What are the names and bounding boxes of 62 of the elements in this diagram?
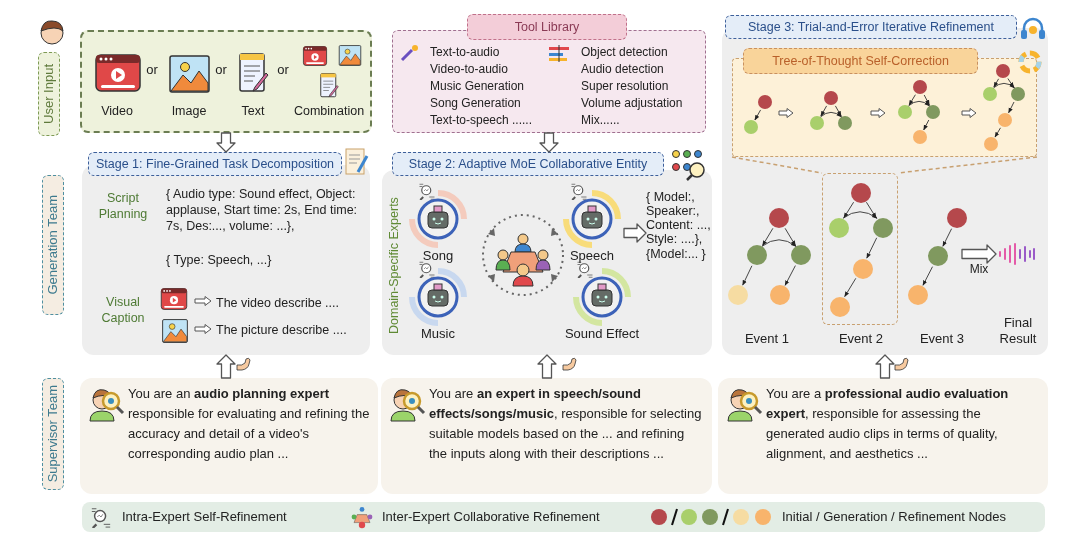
input-panel (80, 30, 372, 133)
text-line: { Model:, Speaker:, Content: ..., Style: ....}, (646, 190, 712, 246)
text-label: or (146, 62, 158, 78)
side-label: Supervisor Team (42, 378, 64, 490)
text-line: { Type: Speech, ...} (166, 252, 273, 268)
expert-label: Music (421, 326, 455, 342)
tool-item: Text-to-speech ...... (430, 112, 533, 128)
tool-item: Super resolution (581, 78, 669, 94)
side-label: Generation Team (42, 175, 64, 315)
expert-label: Sound Effect (564, 326, 640, 342)
vertical-heading: Domain-Specific Experts (386, 196, 402, 337)
text-line: Video (100, 103, 134, 119)
hollow-arrow (539, 132, 559, 153)
text-label: or (215, 62, 227, 78)
tool-item: Object detection (581, 44, 668, 60)
role-description: You are an audio planning expert responsible for evaluating and refining the accuracy and detail of a video's corresponding audio plan ... (128, 385, 370, 463)
panel-title: Tool Library (467, 14, 627, 40)
hollow-arrow (961, 244, 997, 264)
tool-item: Mix...... (581, 112, 620, 128)
tool-item: Volume adjustation (581, 95, 683, 111)
expert-label: Song (422, 248, 454, 264)
row-heading: Script Planning (97, 190, 149, 222)
text-label: Final Result (998, 315, 1038, 347)
text-line: Image (170, 103, 208, 119)
stage-title: Stage 3: Trial-and-Error Iterative Refinement (725, 15, 1017, 39)
legend-text: Inter-Expert Collaborative Refinement (382, 509, 600, 525)
legend-text: Initial / Generation / Refinement Nodes (782, 509, 1006, 525)
text-label: Event 3 (919, 331, 965, 347)
text-line: Combination (292, 103, 366, 119)
tool-item: Music Generation (430, 78, 525, 94)
text-line: {Model:... } (646, 247, 707, 261)
node-caption: Event 2 (837, 331, 885, 347)
role-card (718, 378, 1048, 494)
tool-item: Audio detection (581, 61, 664, 77)
tool-item: Song Generation (430, 95, 521, 111)
role-card (381, 378, 712, 494)
zoom-guide-line (731, 156, 823, 174)
hollow-arrow (623, 223, 647, 243)
expert-label: Speech (569, 248, 615, 264)
hollow-arrow (216, 354, 236, 379)
role-description: You are an expert in speech/sound effects/songs/music, responsible for selecting suitable models based on the ... and refining the inputs along with their descriptions ... (429, 385, 703, 463)
edge-label: Mix (968, 261, 990, 277)
legend-text: Intra-Expert Self-Refinement (122, 509, 287, 525)
dashed-box (822, 173, 898, 325)
tool-item: Video-to-audio (430, 61, 508, 77)
text-line: The picture describe .... (216, 322, 348, 338)
text-line: The video describe .... (216, 295, 340, 311)
role-description: You are a professional audio evaluation expert, responsible for assessing the generated audio clips in terms of quality, alignment, and aesthetics ... (766, 385, 1010, 463)
hollow-arrow (875, 354, 895, 379)
text-label: or (277, 62, 289, 78)
hollow-arrow (216, 132, 236, 153)
text-line: { Audio type: Sound effect, Object: applause, Start time: 2s, End time: 7s, Des:..., volume: ...}, (166, 186, 359, 234)
text-label: Event 1 (744, 331, 790, 347)
panel-title: Tree-of-Thought Self-Correction (743, 48, 978, 74)
side-label: User Input (38, 52, 60, 136)
stage-title: Stage 1: Fine-Grained Task Decomposition (88, 152, 342, 176)
role-card (80, 378, 378, 494)
stage-title: Stage 2: Adaptive MoE Collaborative Entity (392, 152, 664, 176)
hollow-arrow (537, 354, 557, 379)
row-heading: Visual Caption (100, 294, 146, 326)
tool-item: Text-to-audio (430, 44, 500, 60)
text-line: Text (240, 103, 266, 119)
